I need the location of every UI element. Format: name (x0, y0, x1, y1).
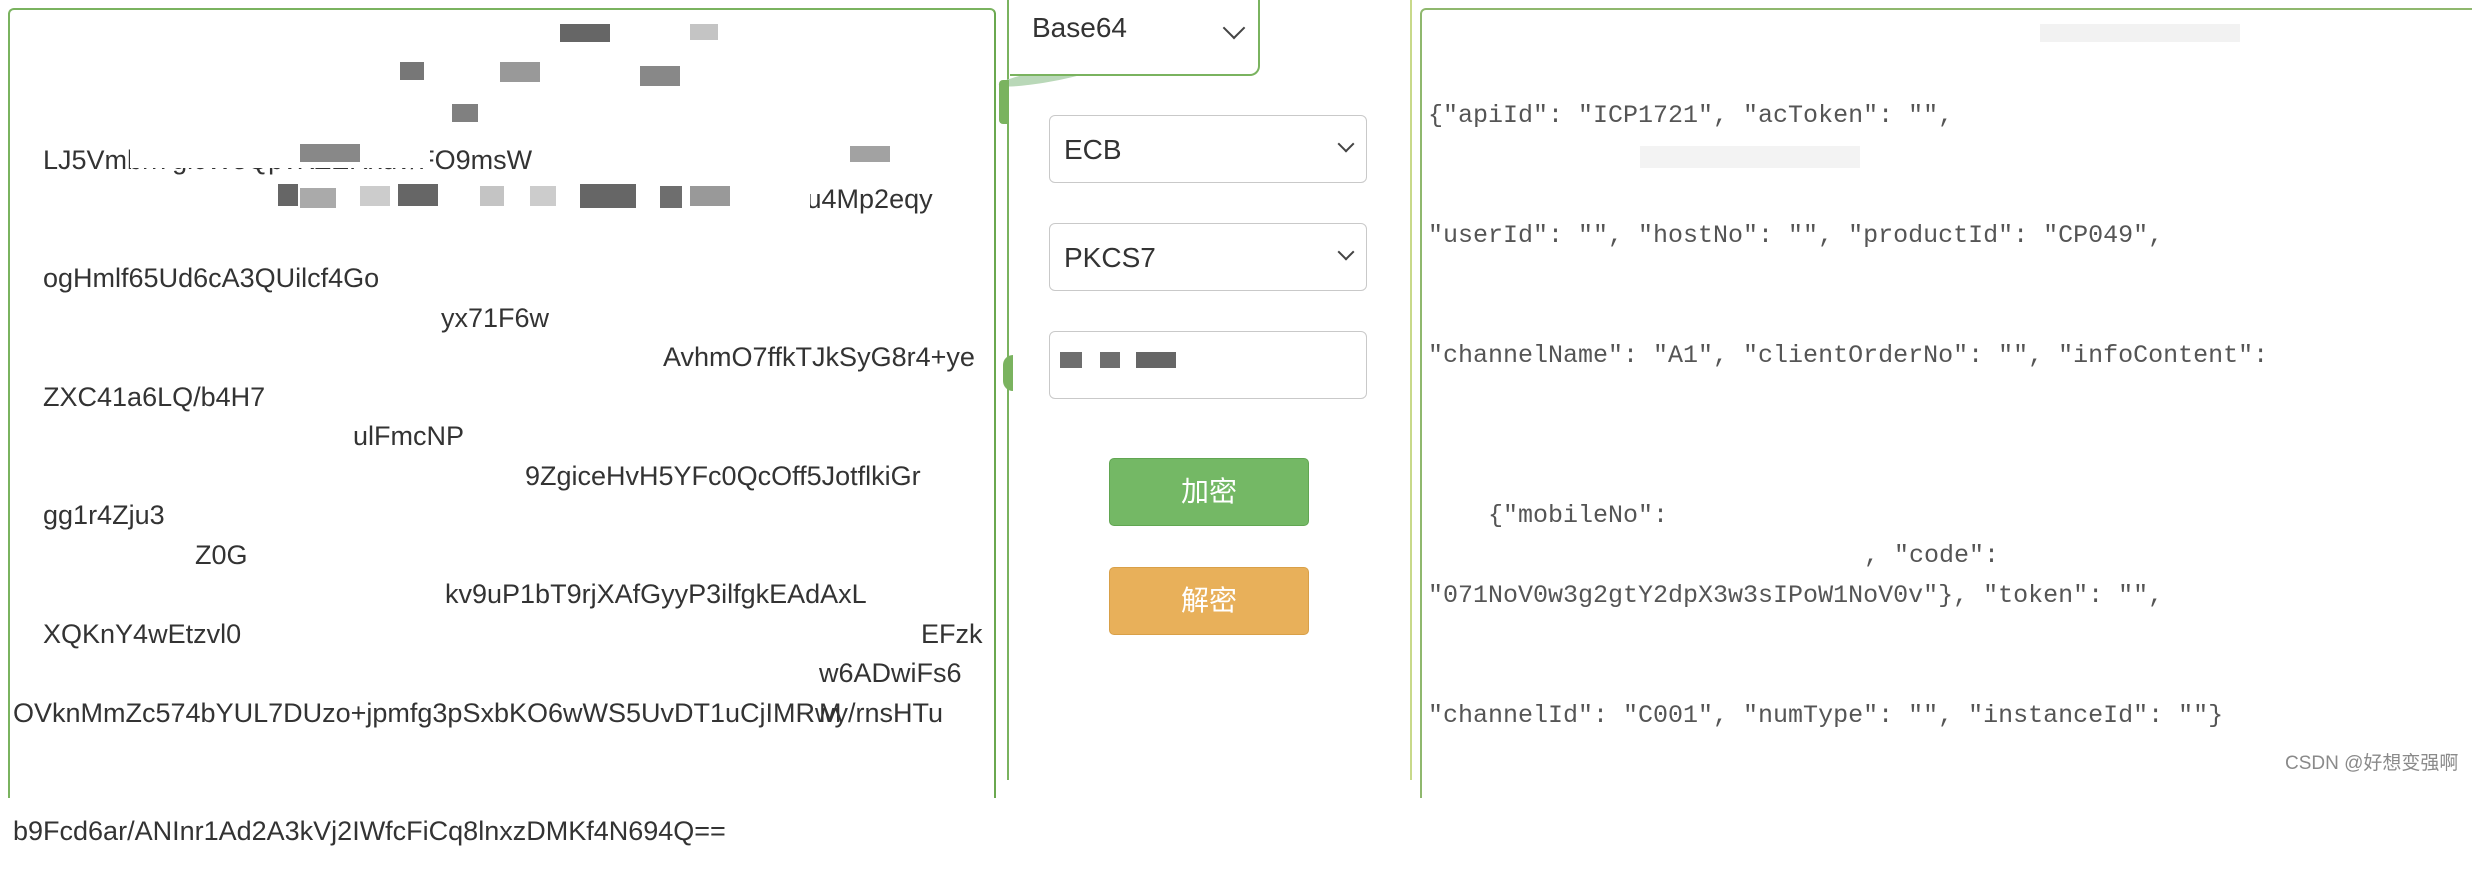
cipher-line-7: b9Fcd6ar/ANInr1Ad2A3kVj2IWfcFiCq8lnxzDMK… (13, 816, 726, 846)
mosaic-block (300, 144, 360, 162)
redaction-area (130, 140, 430, 168)
mosaic-block (480, 186, 504, 206)
chevron-down-icon (1337, 243, 1355, 261)
encoding-select[interactable]: Base64 (1010, 0, 1260, 76)
mosaic-block (560, 24, 610, 42)
mosaic-block (2040, 24, 2240, 42)
mosaic-block (1136, 352, 1176, 368)
chevron-down-icon (1222, 16, 1246, 40)
mosaic-block (278, 184, 298, 206)
mode-value: ECB (1064, 134, 1122, 165)
resize-handle[interactable] (1003, 355, 1013, 391)
encrypt-button[interactable]: 加密 (1109, 458, 1309, 526)
mosaic-block (452, 104, 478, 122)
json-line-5: "071NoV0w3g2gtY2dpX3w3sIPoW1NoV0v"}, "to… (1428, 581, 2164, 610)
plaintext-content: {"apiId": "ICP1721", "acToken": "", "use… (1428, 16, 2458, 776)
watermark: CSDN @好想变强啊 (2285, 753, 2459, 774)
padding-value: PKCS7 (1064, 242, 1156, 273)
mosaic-block (500, 62, 540, 82)
mosaic-block (1060, 352, 1082, 368)
json-line-2: "userId": "", "hostNo": "", "productId":… (1428, 221, 2164, 250)
key-input[interactable] (1049, 331, 1367, 399)
mosaic-block (690, 186, 730, 206)
decrypt-button[interactable]: 解密 (1109, 567, 1309, 635)
mosaic-block (1640, 146, 1860, 168)
json-line-6: "channelId": "C001", "numType": "", "ins… (1428, 701, 2224, 730)
mosaic-block (660, 186, 682, 208)
mosaic-block (1100, 352, 1120, 368)
encoding-value: Base64 (1032, 12, 1127, 43)
cipher-line-4: gg1r4Zju3 Z0G kv9uP1bT9rjXAfGyyP3ilfgkEA… (43, 500, 983, 649)
mosaic-block (360, 186, 390, 206)
mosaic-block (850, 146, 890, 162)
mosaic-block (640, 66, 680, 86)
mosaic-block (580, 184, 636, 208)
json-line-3: "channelName": "A1", "clientOrderNo": ""… (1428, 341, 2269, 370)
chevron-down-icon (1337, 135, 1355, 153)
column-divider-right (1410, 0, 1412, 780)
json-line-4: {"mobileNo": , "code": (1488, 501, 2000, 570)
mosaic-block (530, 186, 556, 206)
plaintext-textarea[interactable] (1420, 8, 2472, 798)
json-line-1: {"apiId": "ICP1721", "acToken": "", (1428, 101, 1954, 130)
cipher-line-6: OVknMmZc574bYUL7DUzo+jpmfg3pSxbKO6wWS5Uv… (13, 697, 944, 728)
cipher-line-3: ZXC41a6LQ/b4H7 ulFmcNP 9ZgiceHvH5YFc0QcO… (43, 381, 921, 491)
mosaic-block (690, 24, 718, 40)
ciphertext-textarea[interactable] (8, 8, 996, 798)
mosaic-block (400, 62, 424, 80)
cipher-line-2: ogHmlf65Ud6cA3QUilcf4Go yx71F6w AvhmO7ff… (43, 263, 975, 372)
resize-handle[interactable] (999, 80, 1009, 124)
padding-select[interactable]: PKCS7 (1049, 223, 1367, 291)
mode-select[interactable]: ECB (1049, 115, 1367, 183)
redaction-area (2035, 18, 2295, 46)
cipher-line-5: XQKnY4wEtzvl0 w6ADwiFs6M (43, 618, 962, 728)
mosaic-block (398, 184, 438, 206)
mosaic-block (300, 188, 336, 208)
